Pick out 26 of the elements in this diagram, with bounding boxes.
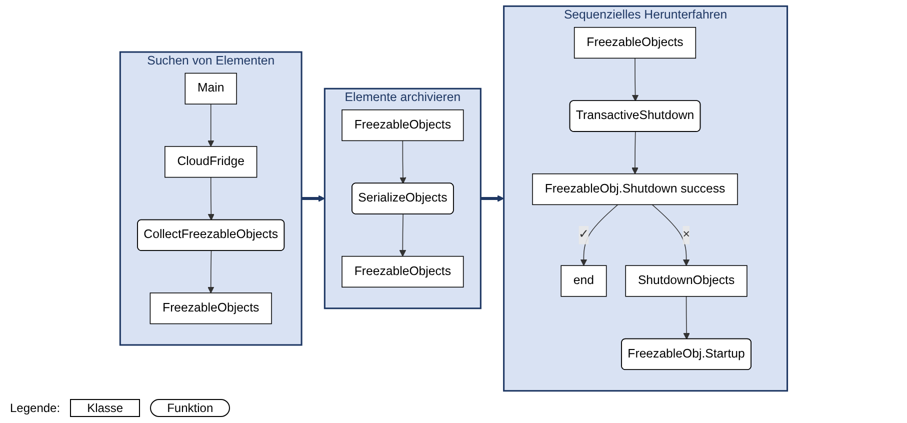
node-box: Main — [184, 72, 237, 104]
arrow — [480, 195, 504, 202]
node-box: CloudFridge — [164, 146, 257, 178]
arrow — [682, 296, 690, 340]
arrow — [207, 250, 214, 294]
node-box: FreezableObjects — [150, 292, 272, 324]
edge-label: ✓ — [578, 228, 589, 242]
legend-entry: Funktion — [150, 399, 230, 417]
node-box: end — [560, 265, 607, 297]
arrow — [580, 204, 618, 266]
arrow — [399, 214, 406, 257]
edge-label: × — [682, 228, 690, 242]
node-box: FreezableObjects — [341, 109, 464, 142]
arrow — [207, 104, 214, 147]
node-box: FreezableObj.Shutdown success — [532, 173, 738, 206]
arrow — [631, 131, 638, 174]
legend-entry: Klasse — [70, 399, 140, 417]
node-box: ShutdownObjects — [625, 265, 748, 297]
arrow — [399, 140, 406, 184]
arrow — [301, 195, 325, 202]
arrow — [208, 176, 214, 220]
arrow — [632, 58, 638, 102]
node-box: FreezableObjects — [574, 26, 696, 59]
legend-heading: Legende: — [10, 401, 60, 415]
arrow — [652, 204, 690, 266]
node-box: FreezableObjects — [341, 256, 464, 288]
